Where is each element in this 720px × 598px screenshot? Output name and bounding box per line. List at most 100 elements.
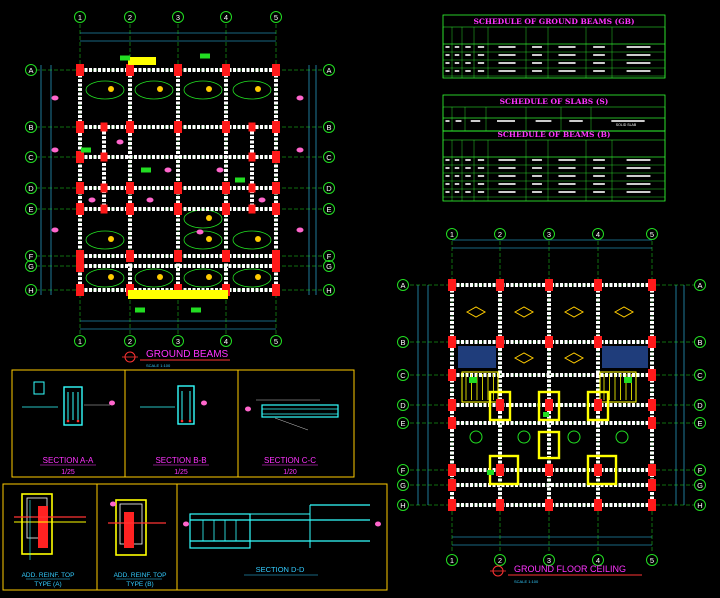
gb-col-bubble-top: 5 bbox=[270, 11, 282, 23]
grid-bubble-label: B bbox=[697, 338, 702, 347]
gfc-column bbox=[545, 464, 553, 476]
gfc-column bbox=[648, 417, 656, 429]
grid-bubble-circle bbox=[494, 228, 506, 240]
section-d-title: SECTION D-D bbox=[256, 565, 305, 574]
gb-green-tag bbox=[141, 167, 151, 173]
gfc-row-bubble-right: C bbox=[694, 369, 706, 381]
grid-bubble-label: A bbox=[326, 66, 331, 75]
schedule-cell-mark bbox=[477, 167, 485, 169]
gb-column bbox=[272, 182, 280, 194]
schedule-cell-mark bbox=[532, 54, 542, 56]
gfc-col-bubble-top: 5 bbox=[646, 228, 658, 240]
gb-column bbox=[100, 152, 108, 162]
gb-slab-ellipse bbox=[134, 268, 174, 288]
grid-bubble-circle bbox=[646, 228, 658, 240]
gb-column bbox=[100, 183, 108, 193]
gfc-dimensions bbox=[417, 239, 685, 546]
schedule-cell-mark bbox=[477, 191, 485, 193]
gb-slab-marker bbox=[255, 236, 261, 242]
gfc-column bbox=[648, 369, 656, 381]
gb-slab-marker bbox=[108, 86, 114, 92]
gfc-slab-circle bbox=[615, 430, 629, 444]
grid-bubble-circle bbox=[323, 151, 335, 163]
grid-bubble-label: H bbox=[400, 501, 405, 510]
gb-column bbox=[248, 122, 256, 132]
gb-column bbox=[76, 250, 84, 262]
grid-bubble-label: F bbox=[327, 252, 332, 261]
gfc-column bbox=[496, 499, 504, 511]
grid-bubble-label: E bbox=[400, 419, 405, 428]
section-b-b: SECTION B-B 1/25 bbox=[140, 385, 209, 476]
gb-beam-tag bbox=[196, 229, 204, 235]
gb-slab-ellipse bbox=[183, 230, 223, 250]
gfc-row-bubble-left: H bbox=[397, 499, 409, 511]
gfc-column bbox=[648, 499, 656, 511]
schedule-cell-mark bbox=[465, 46, 471, 48]
schedule-cell-mark bbox=[454, 183, 460, 185]
gb-slab-ellipse bbox=[85, 230, 125, 250]
gb-column bbox=[272, 151, 280, 163]
gfc-column bbox=[594, 499, 602, 511]
schedule-cell-mark bbox=[454, 159, 460, 161]
gfc-col-bubble-bottom: 2 bbox=[494, 554, 506, 566]
grid-bubble-label: G bbox=[400, 481, 406, 490]
grid-bubble-circle bbox=[323, 121, 335, 133]
grid-bubble-label: D bbox=[697, 401, 703, 410]
grid-bubble-circle bbox=[694, 399, 706, 411]
gb-column bbox=[100, 204, 108, 214]
grid-bubble-circle bbox=[592, 228, 604, 240]
gb-column bbox=[272, 64, 280, 76]
schedule-cell-mark bbox=[593, 183, 605, 185]
section-c-title: SECTION C-C bbox=[264, 456, 316, 465]
schedule-cell-mark bbox=[465, 159, 471, 161]
grid-bubble-circle bbox=[74, 335, 86, 347]
gfc-column bbox=[648, 279, 656, 291]
gb-column bbox=[76, 182, 84, 194]
schedule-cell-mark bbox=[477, 54, 485, 56]
reinf-a-line2: TYPE (A) bbox=[34, 581, 61, 588]
grid-bubble-circle bbox=[323, 284, 335, 296]
gfc-row-bubble-right: H bbox=[694, 499, 706, 511]
gb-slab-ellipse bbox=[232, 268, 272, 288]
schedule-cell-mark bbox=[445, 159, 450, 161]
grid-bubble-circle bbox=[446, 554, 458, 566]
gfc-column bbox=[648, 464, 656, 476]
gb-col-bubble-top: 4 bbox=[220, 11, 232, 23]
grid-bubble-label: 3 bbox=[547, 556, 551, 565]
gfc-column bbox=[648, 399, 656, 411]
schedule-slabs-title: SCHEDULE OF SLABS (S) bbox=[500, 97, 609, 106]
gfc-slab-diamond bbox=[613, 306, 635, 318]
schedule-cell-mark bbox=[532, 175, 542, 177]
gfc-row-bubble-left: G bbox=[397, 479, 409, 491]
reinf-type-a: ADD. REINF. TOP TYPE (A) bbox=[14, 493, 86, 588]
schedule-cell-mark bbox=[611, 120, 645, 122]
schedule-cell-mark bbox=[445, 54, 450, 56]
gb-slab-marker bbox=[157, 86, 163, 92]
section-panels bbox=[2, 369, 388, 591]
gfc-column bbox=[545, 279, 553, 291]
gb-row-bubble-right: H bbox=[323, 284, 335, 296]
gfc-column bbox=[545, 499, 553, 511]
schedule-cell-mark bbox=[532, 70, 542, 72]
schedule-cell-mark bbox=[445, 70, 450, 72]
section-a-scale: 1/25 bbox=[61, 469, 75, 476]
grid-bubble-label: H bbox=[697, 501, 702, 510]
gb-column bbox=[174, 182, 182, 194]
grid-bubble-circle bbox=[397, 399, 409, 411]
grid-bubble-label: 2 bbox=[128, 337, 132, 346]
gb-column bbox=[248, 183, 256, 193]
grid-bubble-label: H bbox=[28, 286, 33, 295]
grid-bubble-circle bbox=[646, 554, 658, 566]
grid-bubble-circle bbox=[25, 121, 37, 133]
gfc-row-bubble-left: B bbox=[397, 336, 409, 348]
schedule-cell-mark bbox=[454, 54, 460, 56]
grid-bubble-label: 4 bbox=[224, 13, 228, 22]
grid-bubble-circle bbox=[25, 182, 37, 194]
grid-bubble-label: C bbox=[400, 371, 406, 380]
grid-bubble-label: G bbox=[697, 481, 703, 490]
grid-bubble-circle bbox=[220, 11, 232, 23]
schedule-cell-mark bbox=[498, 54, 516, 56]
grid-bubble-circle bbox=[694, 464, 706, 476]
gb-slab-ellipse bbox=[183, 268, 223, 288]
gb-column bbox=[272, 203, 280, 215]
